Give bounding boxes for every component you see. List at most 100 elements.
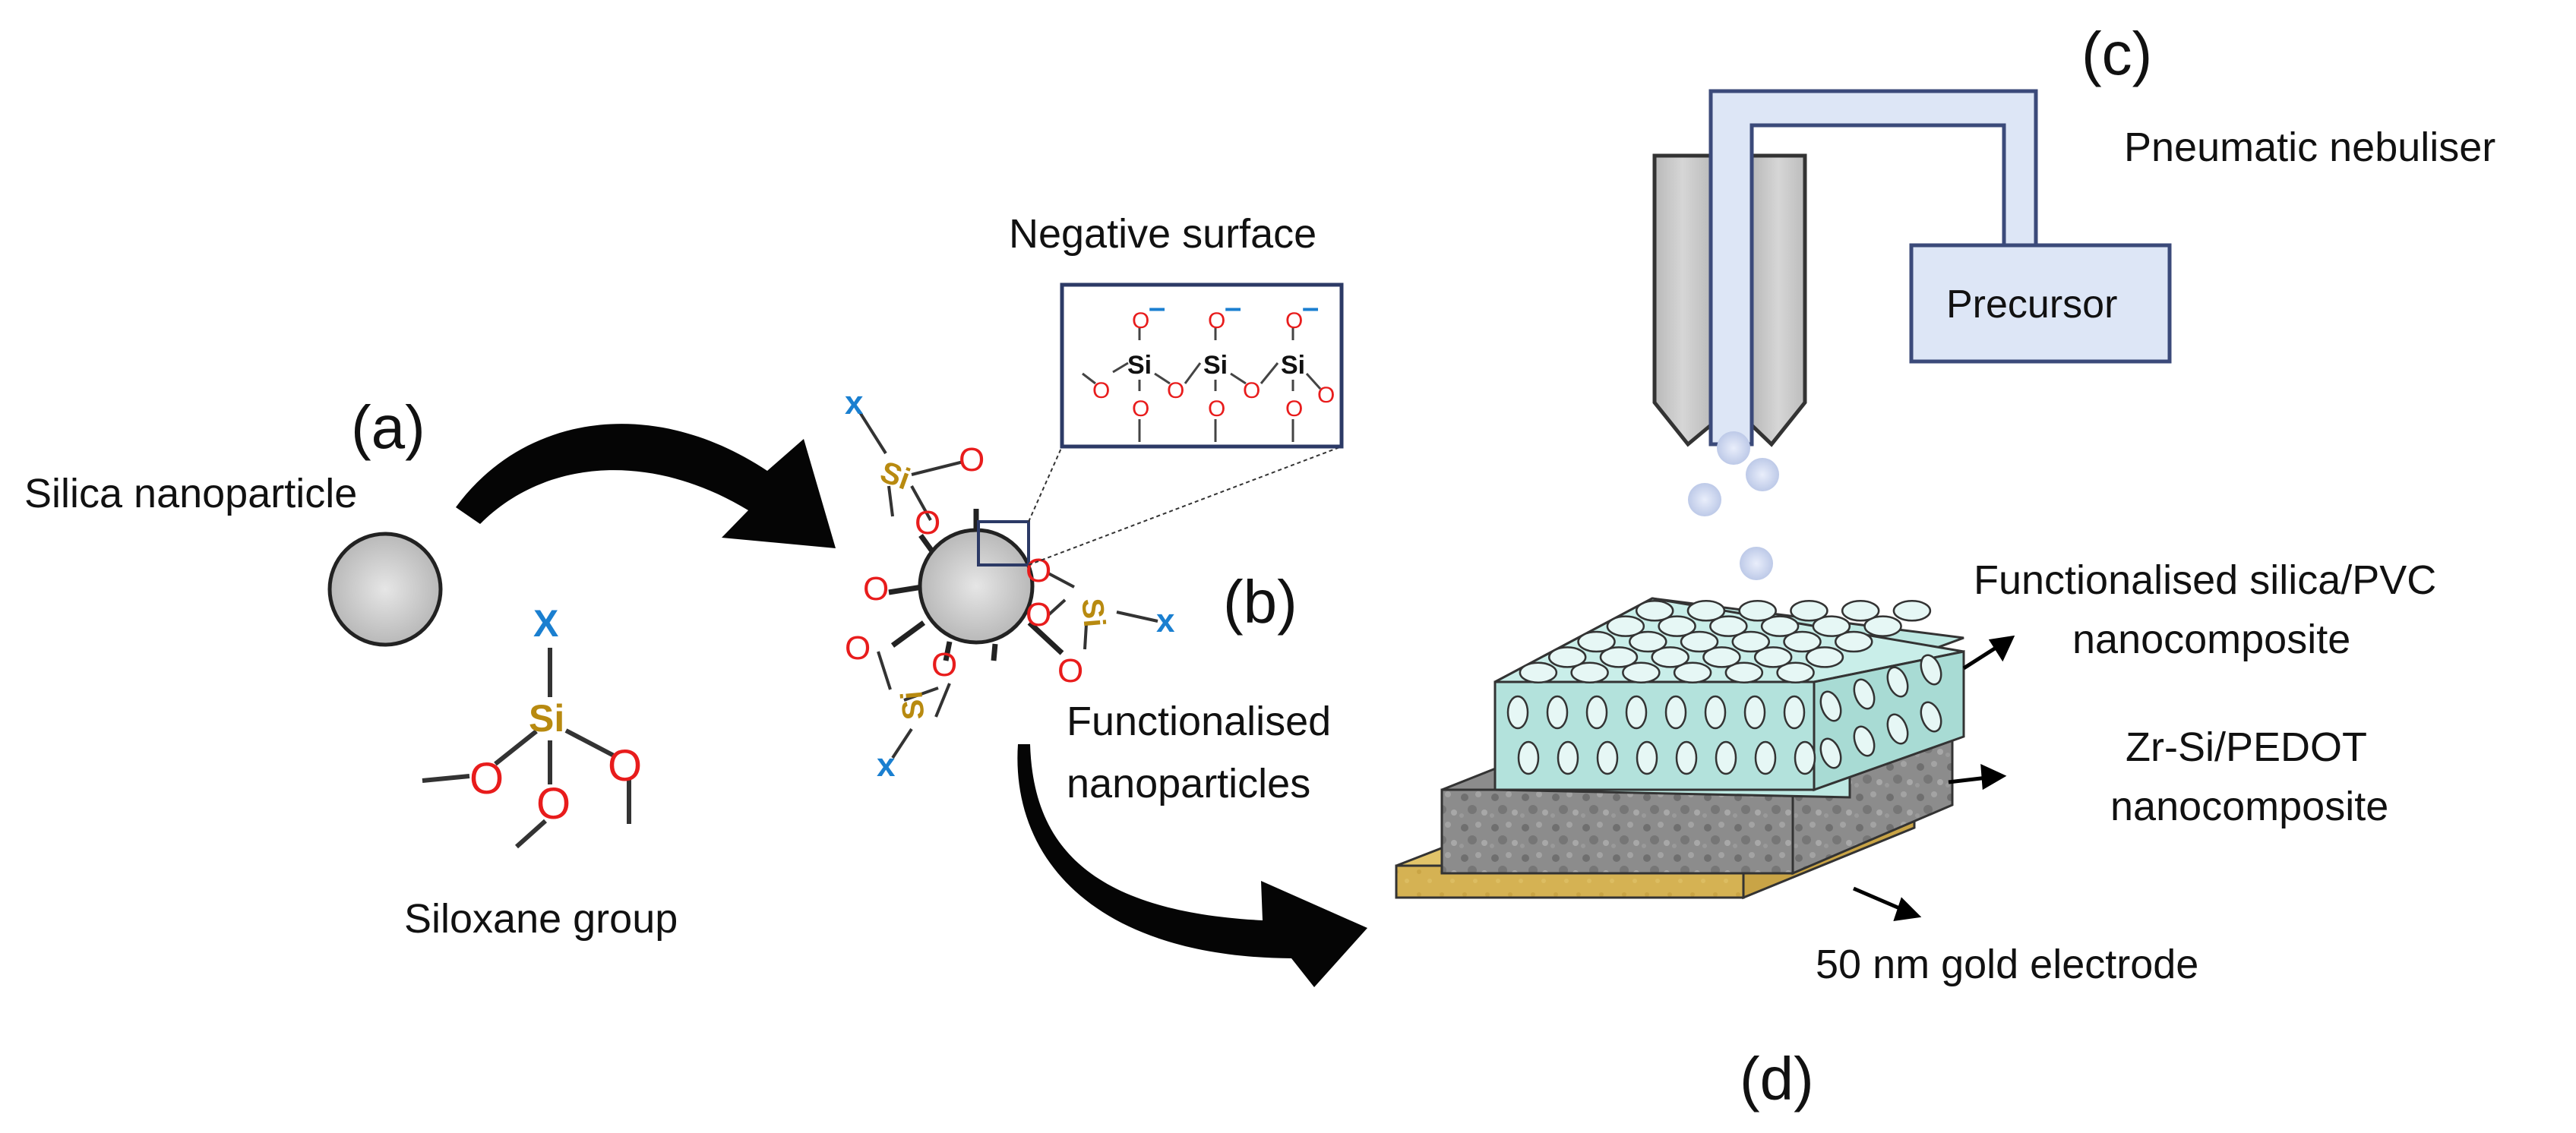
negative-surface-label: Negative surface xyxy=(1009,211,1316,257)
pore xyxy=(1812,615,1851,637)
x-group-atom: x xyxy=(1156,602,1175,639)
pore xyxy=(1853,678,1876,710)
oxygen-atom: O xyxy=(845,630,871,667)
label-b: (b) xyxy=(1223,568,1297,636)
oxygen-atom: O xyxy=(469,754,504,803)
pore xyxy=(1920,654,1942,686)
silica-nanoparticle xyxy=(327,532,443,647)
pore xyxy=(1636,740,1658,775)
pore-grid xyxy=(1506,695,1816,775)
precursor-reservoir xyxy=(1909,243,2172,364)
pore xyxy=(1841,600,1880,622)
pore xyxy=(1863,615,1902,637)
zr-si-pedot-nanocomposite-label: Zr-Si/PEDOT xyxy=(2126,724,2367,770)
nebuliser-nozzle xyxy=(1652,153,1807,447)
oxygen-atom: O xyxy=(1092,378,1110,403)
oxygen-atom: O xyxy=(1057,652,1083,690)
pore xyxy=(1557,740,1579,775)
panel-d: (d) xyxy=(1395,557,2436,1112)
functionalised-nanoparticles-label: Functionalised xyxy=(1067,699,1331,744)
pointer-arrow-head xyxy=(1988,635,2015,662)
pore xyxy=(1776,661,1815,684)
pointer-arrow xyxy=(1948,775,1988,784)
functionalised-nanoparticles-label: nanoparticles xyxy=(1067,761,1310,806)
silica-pvc-nanocomposite-label: nanocomposite xyxy=(2072,617,2350,662)
oxygen-atom: O xyxy=(536,779,571,828)
oxygen-atom: O xyxy=(1285,396,1303,421)
silicon-atom: Si xyxy=(895,690,931,721)
gold-electrode-label: 50 nm gold electrode xyxy=(1816,942,2198,987)
silicon-atom: Si xyxy=(1127,351,1152,380)
label-c: (c) xyxy=(2081,20,2152,87)
pore xyxy=(1519,661,1558,684)
pore xyxy=(1886,713,1909,745)
oxygen-atom: O xyxy=(915,504,940,541)
oxygen-atom: O xyxy=(1243,378,1260,403)
pore xyxy=(1724,661,1764,684)
oxygen-atom: O xyxy=(1167,378,1184,403)
siloxane-group-molecule: X Si O O O xyxy=(422,602,642,849)
functionalised-nanoparticle: Si Si Si x x x O O O O O O O O xyxy=(845,384,1175,784)
oxygen-atom: O xyxy=(931,646,957,683)
pore xyxy=(1738,600,1777,622)
pore xyxy=(1790,600,1828,622)
precursor-label: Precursor xyxy=(1946,282,2117,327)
pointer-arrow xyxy=(1962,643,2001,671)
pore xyxy=(1805,646,1844,668)
pointer-arrow-head xyxy=(1893,897,1922,922)
label-a: (a) xyxy=(351,393,425,461)
pore xyxy=(1625,695,1648,730)
pore xyxy=(1743,695,1766,730)
pore xyxy=(1702,646,1741,668)
pore xyxy=(1635,600,1674,622)
oxygen-atom: O xyxy=(1132,308,1149,333)
pore xyxy=(1783,695,1806,730)
pore-grid xyxy=(1519,600,1932,684)
pore xyxy=(1517,740,1540,775)
pore xyxy=(1506,695,1529,730)
zr-si-pedot-nanocomposite-label: nanocomposite xyxy=(2110,784,2388,829)
x-group-atom: X xyxy=(533,602,558,645)
pore xyxy=(1794,740,1816,775)
silica-pvc-nanocomposite-label: Functionalised silica/PVC xyxy=(1974,557,2436,603)
aerosol-droplet xyxy=(1717,431,1750,465)
pore xyxy=(1577,630,1616,653)
pore xyxy=(1753,646,1793,668)
x-group-atom: x xyxy=(877,746,896,784)
pore xyxy=(1629,630,1667,653)
pore xyxy=(1585,695,1608,730)
oxygen-atom: O xyxy=(608,741,642,791)
oxygen-atom: O xyxy=(1026,596,1051,633)
zoom-region-box xyxy=(977,520,1030,566)
pore xyxy=(1596,740,1619,775)
oxygen-atom: O xyxy=(1026,552,1051,589)
negative-charge: – xyxy=(1149,291,1165,324)
zoom-line xyxy=(1028,446,1342,566)
pneumatic-nebuliser-label: Pneumatic nebuliser xyxy=(2124,125,2495,170)
pore xyxy=(1599,646,1639,668)
panel-a: (a) Silica nanoparticle X Si O O O Silox… xyxy=(24,393,678,942)
aerosol-droplet xyxy=(1740,547,1773,580)
pore xyxy=(1651,646,1689,668)
silicon-atom: Si xyxy=(1203,351,1228,380)
silica-pvc-layer xyxy=(1493,597,1965,799)
silicon-atom: Si xyxy=(529,697,564,740)
pore xyxy=(1622,661,1661,684)
arrow-to-functionalisation xyxy=(456,424,836,548)
oxygen-atom: O xyxy=(1317,383,1335,408)
oxygen-atom: O xyxy=(1132,396,1149,421)
pore xyxy=(1673,661,1712,684)
pore xyxy=(1675,740,1698,775)
pore xyxy=(1834,630,1873,653)
negative-charge: – xyxy=(1225,291,1241,324)
pore-grid xyxy=(1819,654,1942,769)
pointer-arrow-head xyxy=(1980,763,2007,791)
pore xyxy=(1606,615,1645,637)
pore xyxy=(1704,695,1727,730)
arrow-to-deposition xyxy=(1017,744,1367,987)
pointer-arrow xyxy=(1853,886,1904,912)
oxygen-atom: O xyxy=(1285,308,1303,333)
pore xyxy=(1760,615,1800,637)
pore xyxy=(1658,615,1696,637)
pore xyxy=(1819,737,1842,769)
